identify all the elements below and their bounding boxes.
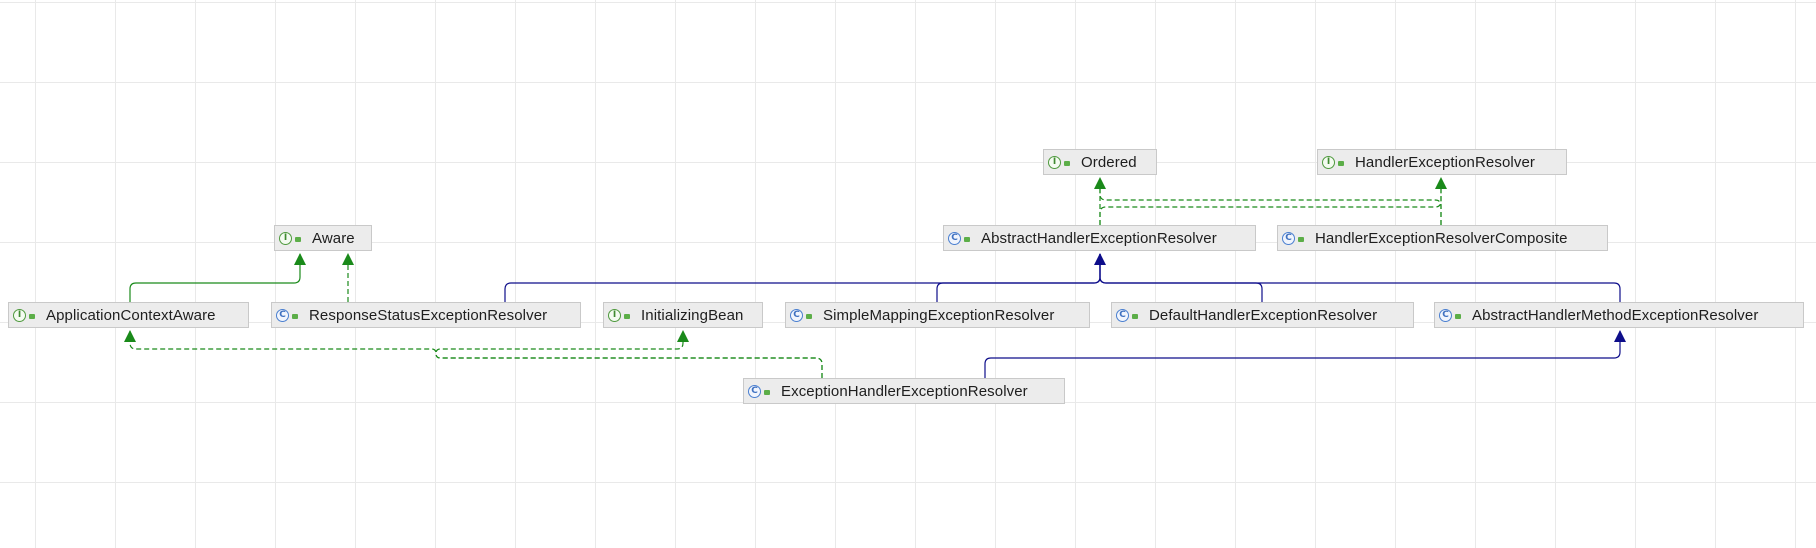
arrowhead-aher-implements-ordered	[1094, 177, 1106, 189]
class-node-label: HandlerExceptionResolver	[1355, 153, 1535, 171]
class-node-handler-exception-resolver-composite[interactable]: C HandlerExceptionResolverComposite	[1277, 225, 1608, 251]
interface-icon: I	[13, 308, 26, 322]
class-node-label: DefaultHandlerExceptionResolver	[1149, 306, 1378, 324]
class-node-label: AbstractHandlerExceptionResolver	[981, 229, 1217, 247]
class-node-label: ExceptionHandlerExceptionResolver	[781, 382, 1028, 400]
interface-icon: I	[608, 308, 621, 322]
class-node-label: HandlerExceptionResolverComposite	[1315, 229, 1568, 247]
class-node-abstract-handler-exception-resolver[interactable]: C AbstractHandlerExceptionResolver	[943, 225, 1256, 251]
interface-icon: I	[1048, 155, 1061, 169]
class-icon: C	[748, 384, 761, 398]
public-visibility-icon	[1298, 236, 1304, 242]
public-visibility-icon	[292, 313, 298, 319]
arrowhead-aca-extends-aware	[294, 253, 306, 265]
class-icon: C	[1116, 308, 1129, 322]
edge-eher-implements-ib	[435, 331, 823, 378]
class-icon: C	[948, 231, 961, 245]
edge-smer-extends-aher	[936, 254, 1101, 302]
public-visibility-icon	[624, 313, 630, 319]
edge-eher-extends-ahermr	[984, 331, 1621, 378]
class-node-simple-mapping-exception-resolver[interactable]: C SimpleMappingExceptionResolver	[785, 302, 1090, 328]
class-icon: C	[1282, 231, 1295, 245]
arrowhead-aher-implements-her	[1435, 177, 1447, 189]
edge-aca-extends-aware	[129, 254, 301, 302]
interface-icon: I	[279, 231, 292, 245]
class-node-ordered[interactable]: I Ordered	[1043, 149, 1157, 175]
edge-eher-implements-aca	[129, 331, 823, 378]
class-node-response-status-exception-resolver[interactable]: C ResponseStatusExceptionResolver	[271, 302, 581, 328]
public-visibility-icon	[764, 389, 770, 395]
class-node-label: ApplicationContextAware	[46, 306, 216, 324]
public-visibility-icon	[1132, 313, 1138, 319]
arrowhead-eher-implements-aca	[124, 330, 136, 342]
class-node-label: Ordered	[1081, 153, 1137, 171]
edge-herc-implements-ordered	[1099, 178, 1442, 225]
public-visibility-icon	[806, 313, 812, 319]
public-visibility-icon	[29, 313, 35, 319]
class-node-label: ResponseStatusExceptionResolver	[309, 306, 548, 324]
public-visibility-icon	[1455, 313, 1461, 319]
arrowhead-rser-implements-aware	[342, 253, 354, 265]
class-node-default-handler-exception-resolver[interactable]: C DefaultHandlerExceptionResolver	[1111, 302, 1414, 328]
edge-rser-extends-aher	[504, 254, 1101, 302]
arrowhead-eher-implements-ib	[677, 330, 689, 342]
class-node-application-context-aware[interactable]: I ApplicationContextAware	[8, 302, 249, 328]
edge-ahermr-extends-aher	[1099, 254, 1621, 302]
public-visibility-icon	[295, 236, 301, 242]
arrowhead-eher-extends-ahermr	[1614, 330, 1626, 342]
class-node-label: Aware	[312, 229, 355, 247]
class-icon: C	[276, 308, 289, 322]
class-node-initializing-bean[interactable]: I InitializingBean	[603, 302, 763, 328]
class-node-label: SimpleMappingExceptionResolver	[823, 306, 1055, 324]
class-node-abstract-handler-method-exception-resolver[interactable]: C AbstractHandlerMethodExceptionResolver	[1434, 302, 1804, 328]
public-visibility-icon	[1338, 160, 1344, 166]
class-icon: C	[790, 308, 803, 322]
edge-dher-extends-aher	[1099, 254, 1263, 302]
class-node-label: InitializingBean	[641, 306, 744, 324]
class-node-handler-exception-resolver[interactable]: I HandlerExceptionResolver	[1317, 149, 1567, 175]
class-node-exception-handler-exception-resolver[interactable]: C ExceptionHandlerExceptionResolver	[743, 378, 1065, 404]
class-node-label: AbstractHandlerMethodExceptionResolver	[1472, 306, 1759, 324]
edge-aher-implements-her	[1099, 178, 1442, 225]
class-icon: C	[1439, 308, 1452, 322]
public-visibility-icon	[964, 236, 970, 242]
arrowhead-ahermr-extends-aher	[1094, 253, 1106, 265]
class-node-aware[interactable]: I Aware	[274, 225, 372, 251]
interface-icon: I	[1322, 155, 1335, 169]
public-visibility-icon	[1064, 160, 1070, 166]
